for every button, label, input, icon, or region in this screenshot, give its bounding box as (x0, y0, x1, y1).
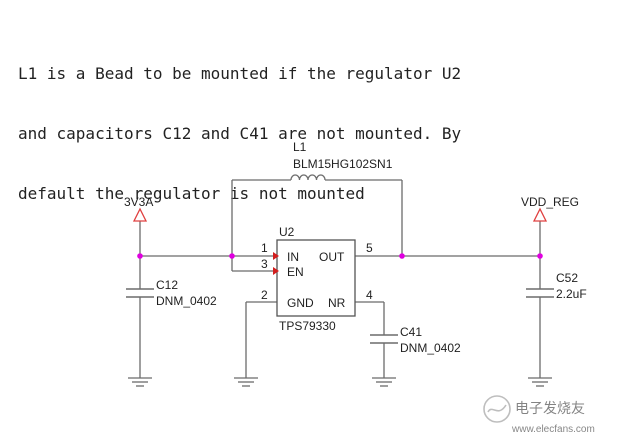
pin-name-out: OUT (319, 250, 345, 264)
junction-dot (137, 253, 143, 259)
pin-en-arrow-icon (273, 267, 279, 275)
wires (139, 179, 541, 378)
junction-dot (229, 253, 235, 259)
bead-value: BLM15HG102SN1 (293, 157, 393, 171)
watermark: 电子发烧友 www.elecfans.com (483, 395, 595, 435)
pin-number-nr: 4 (366, 288, 373, 302)
pin-in-arrow-icon (273, 252, 279, 260)
regulator-body (276, 239, 356, 317)
note-line-1: L1 is a Bead to be mounted if the regula… (18, 64, 462, 83)
pin-name-in: IN (287, 250, 299, 264)
cap-ref-c41: C41 (400, 325, 422, 339)
design-note: L1 is a Bead to be mounted if the regula… (18, 24, 461, 244)
note-line-3: default the regulator is not mounted (18, 184, 365, 203)
watermark-url: www.elecfans.com (511, 424, 595, 435)
capacitor-c12 (126, 288, 154, 298)
pin-name-nr: NR (328, 296, 346, 310)
pin-number-in: 1 (261, 241, 268, 255)
pin-name-gnd: GND (287, 296, 314, 310)
cap-ref-c12: C12 (156, 278, 178, 292)
note-line-2: and capacitors C12 and C41 are not mount… (18, 124, 462, 143)
ground-icon-c12 (128, 377, 152, 387)
power-label-vddreg: VDD_REG (521, 195, 579, 209)
inductor-symbol (290, 174, 326, 181)
pin-number-en: 3 (261, 257, 268, 271)
junction-dot (537, 253, 543, 259)
junctions (137, 253, 543, 259)
pin-number-gnd: 2 (261, 288, 268, 302)
bead-ref: L1 (293, 140, 307, 154)
cap-value-c12: DNM_0402 (156, 294, 217, 308)
cap-value-c52: 2.2uF (556, 287, 587, 301)
ground-icon-c52 (528, 377, 552, 387)
ground-icon-gnd-pin (234, 377, 258, 387)
cap-ref-c52: C52 (556, 271, 578, 285)
capacitor-c41 (370, 334, 398, 344)
cap-value-c41: DNM_0402 (400, 341, 461, 355)
power-label-3v3a: 3V3A (124, 195, 153, 209)
pin-number-out: 5 (366, 241, 373, 255)
regulator-part: TPS79330 (279, 319, 336, 333)
junction-dot (399, 253, 405, 259)
ground-icon-c41 (372, 377, 396, 387)
watermark-text: 电子发烧友 (515, 400, 585, 416)
power-port-vddreg-icon (532, 207, 548, 222)
pin-name-en: EN (287, 265, 304, 279)
power-port-3v3a-icon (132, 207, 148, 222)
capacitor-c52 (526, 288, 554, 298)
watermark-logo-icon (483, 395, 511, 423)
regulator-ref: U2 (279, 225, 295, 239)
